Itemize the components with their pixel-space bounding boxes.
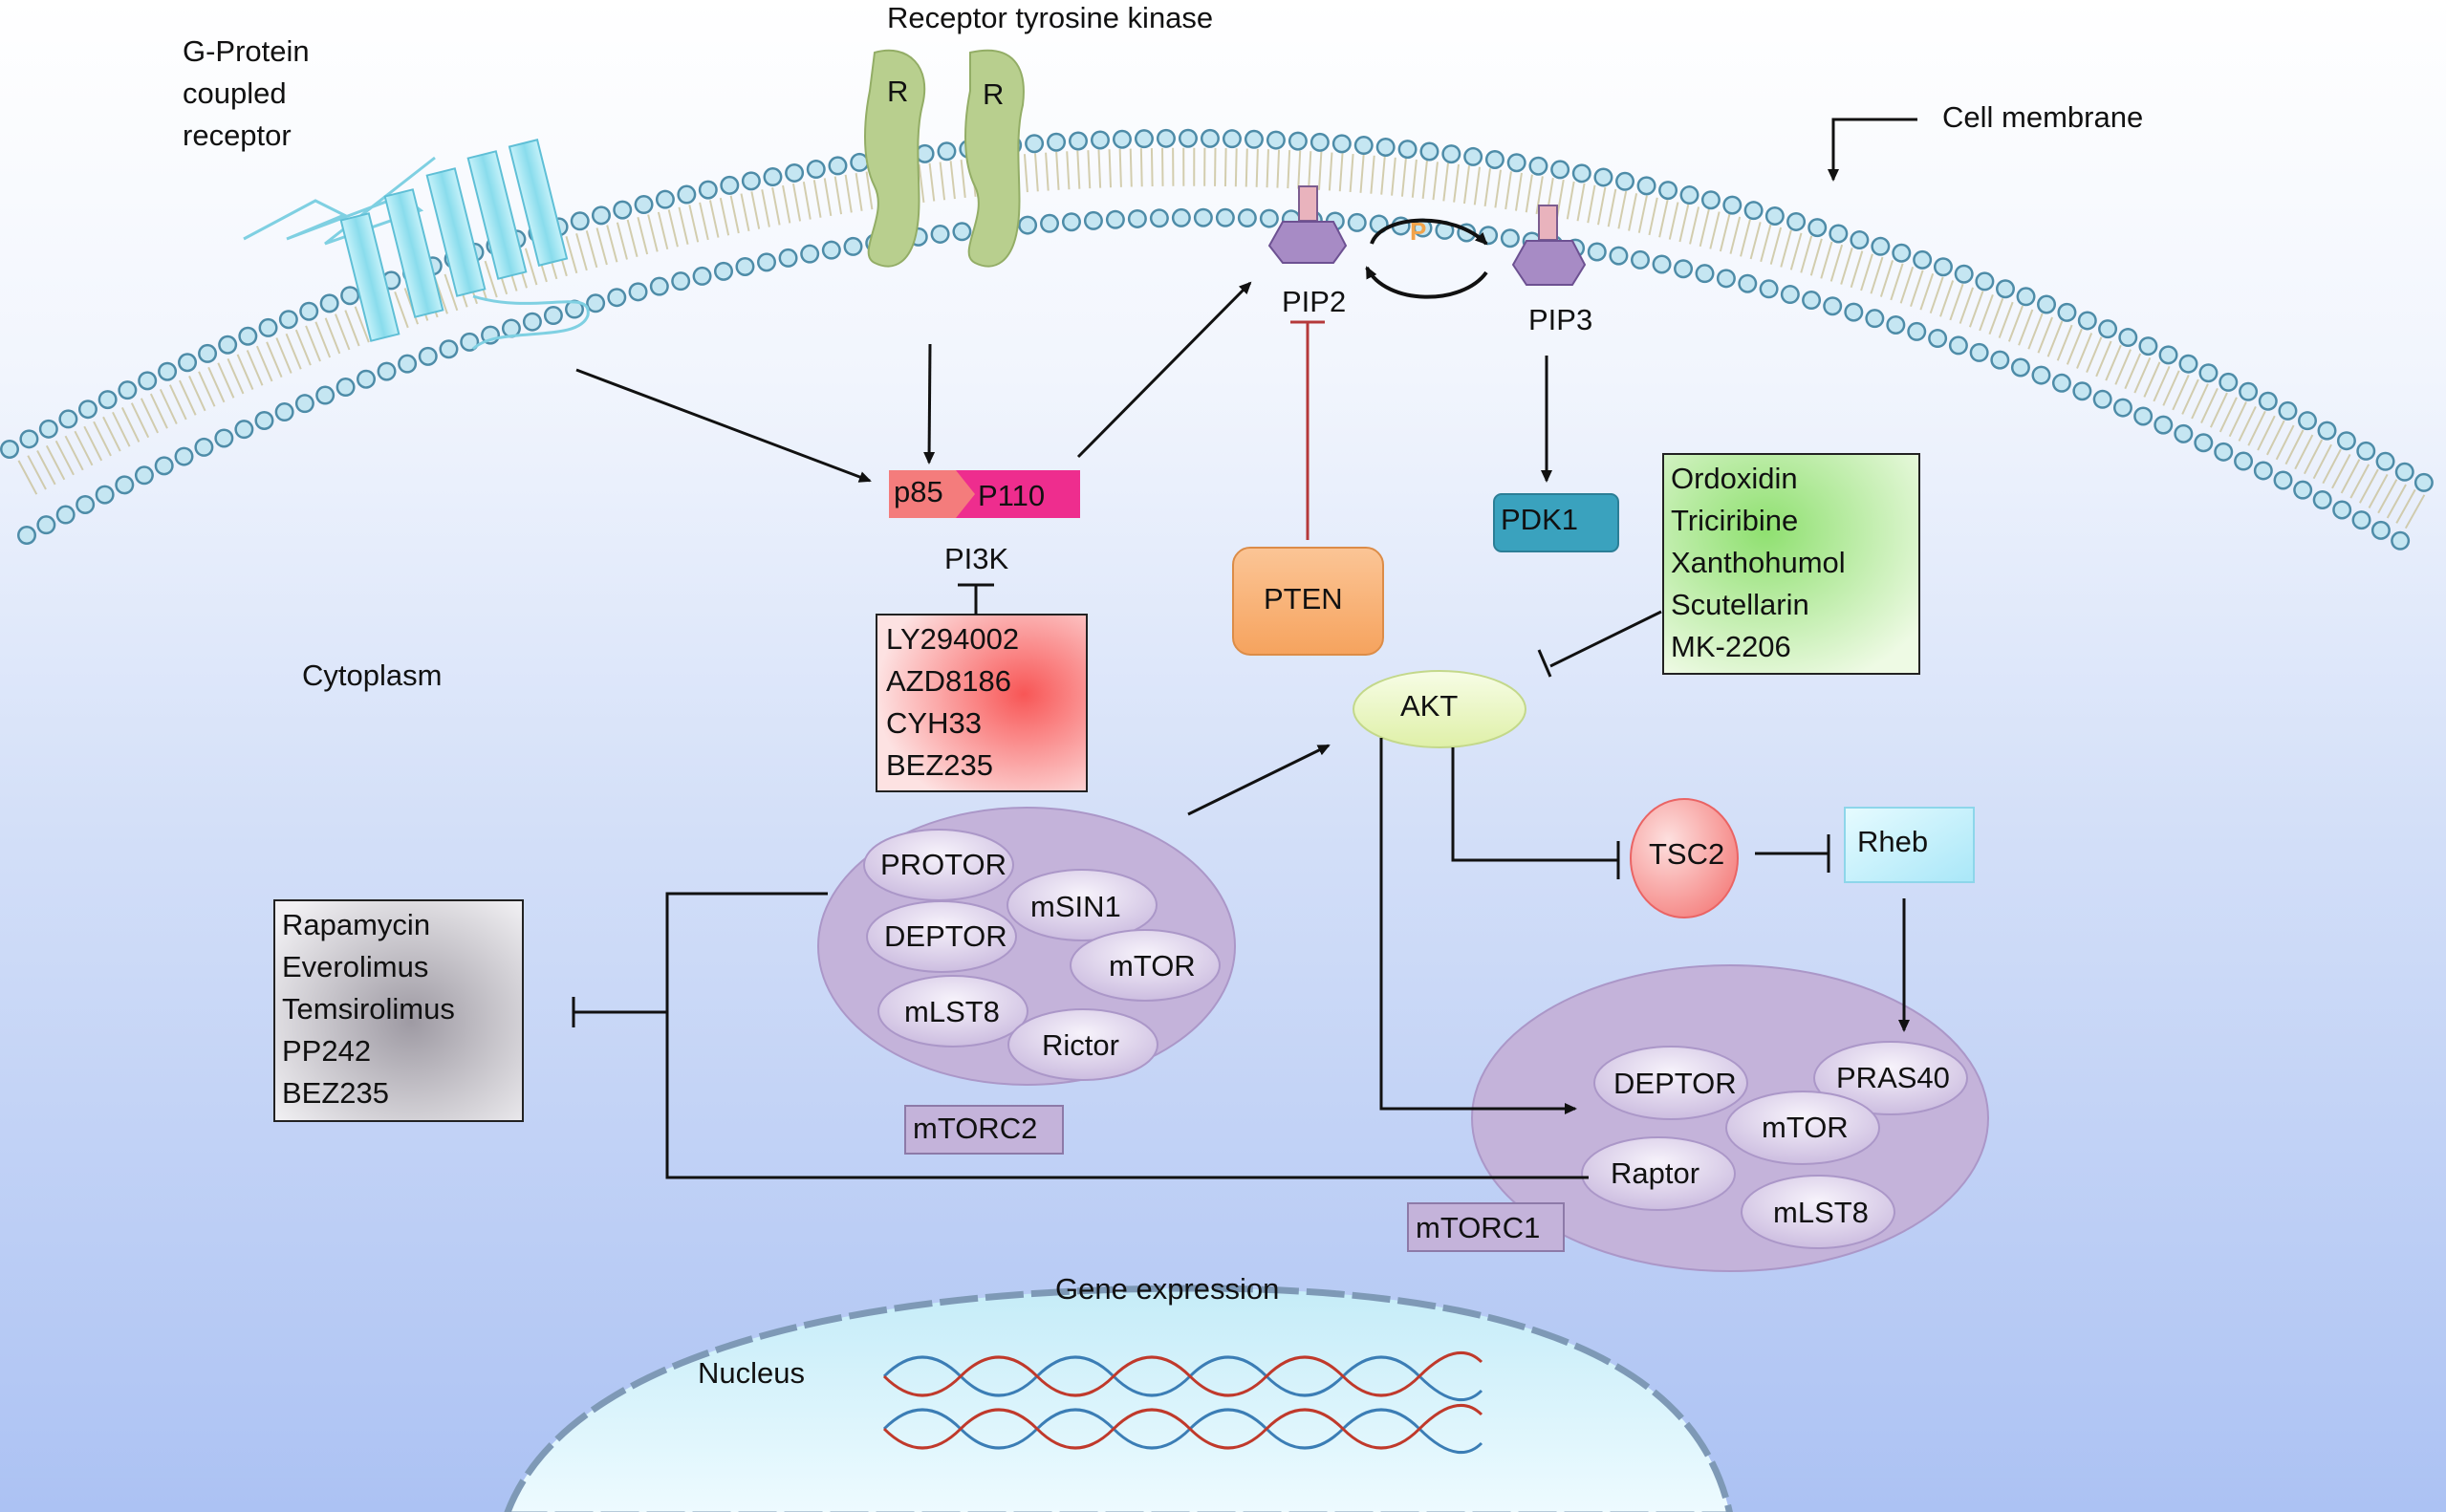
pi3k-label: PI3K [944,542,1009,575]
mtorc1-subunit-mlst8: mLST8 [1773,1196,1869,1229]
pip3-label: PIP3 [1528,303,1593,336]
drug-name: BEZ235 [886,748,994,782]
mtorc1-subunit-pras40: PRAS40 [1836,1061,1950,1094]
nucleus-envelope [504,1285,1733,1512]
mtor-inhibitor-bg [273,899,524,1122]
p85-label: p85 [894,475,943,508]
pten-inhibition [1290,320,1325,540]
gene-expression-label: Gene expression [1055,1272,1280,1306]
cytoplasm-label: Cytoplasm [302,659,443,692]
akt-label: AKT [1400,689,1459,723]
pi3k-inhibitor-list: LY294002 AZD8186 CYH33 BEZ235 [877,615,1087,791]
mtorc2-subunit-deptor: DEPTOR [884,919,1007,953]
pdk1-box [1493,493,1619,552]
mtorc2-subunit-mtor: mTOR [1109,949,1196,983]
mtorc2-label: mTORC2 [913,1112,1038,1145]
mtorc2-subunit-msin1: mSIN1 [1030,890,1121,923]
pip2-icon [1267,185,1348,264]
rheb-label: Rheb [1857,825,1929,858]
drug-name: Scutellarin [1671,588,1809,621]
gpcr-label: G-Protein coupled receptor [183,34,310,152]
rtk-subunit-label-2: R [983,77,1005,111]
drug-name: Rapamycin [282,908,431,941]
mtorc1-label-box [1407,1202,1565,1252]
akt-oval [1353,670,1526,748]
pdk1-label: PDK1 [1501,503,1578,536]
mtorc1-subunit-deptor: DEPTOR [1613,1067,1737,1100]
rheb-box [1844,807,1975,883]
tsc2-label: TSC2 [1649,837,1725,871]
drug-name: Xanthohumol [1671,546,1846,579]
rtk-icon [864,49,1025,268]
drug-name: Ordoxidin [1671,462,1798,495]
rtk-subunit-label-1: R [887,75,909,108]
drug-name: Triciribine [1671,504,1799,537]
akt-inhibitor-bg [1662,453,1920,675]
drug-name: AZD8186 [886,664,1011,698]
gpcr-icon [243,139,590,351]
mtor-inhibitor-list: Rapamycin Everolimus Temsirolimus PP242 … [274,900,523,1121]
pathway-arrows [572,118,1917,1179]
rtk-label: Receptor tyrosine kinase [887,1,1214,34]
pi3k-inhibitor-bg [876,614,1088,792]
mtorc2-subunit-protor: PROTOR [880,848,1007,881]
mtorc1-label: mTORC1 [1416,1211,1541,1244]
tsc2-circle [1630,798,1739,918]
drug-name: CYH33 [886,706,982,740]
akt-inhibitor-list: Ordoxidin Triciribine Xanthohumol Scutel… [1663,454,1919,674]
phosphorylation-cycle-icon [1365,218,1488,299]
membrane-inner-leaflet-fill [19,210,2424,557]
mtorc2-label-box [904,1105,1064,1155]
mtorc2-subunit-rictor: Rictor [1042,1028,1119,1062]
drug-name: LY294002 [886,622,1020,656]
pip2-label: PIP2 [1282,285,1347,318]
complex-subunit-ovals [863,829,1968,1249]
dna-icon [882,1350,1483,1455]
pten-label: PTEN [1264,582,1343,616]
drug-name: BEZ235 [282,1076,390,1110]
drug-name: Everolimus [282,950,429,983]
mtorc1-subunit-mtor: mTOR [1762,1111,1849,1144]
pten-box [1232,547,1384,656]
nucleus-label: Nucleus [698,1356,805,1390]
drug-name: PP242 [282,1034,372,1068]
phosphate-label: P [1410,217,1427,246]
drug-name: Temsirolimus [282,992,455,1026]
drug-name: MK-2206 [1671,630,1791,663]
mtorc2-subunit-mlst8: mLST8 [904,995,1000,1028]
membrane-label: Cell membrane [1942,100,2144,134]
p110-label: P110 [978,479,1046,512]
pip3-icon [1511,205,1587,286]
mtorc1-subunit-raptor: Raptor [1611,1156,1700,1190]
p85-box [889,470,975,518]
